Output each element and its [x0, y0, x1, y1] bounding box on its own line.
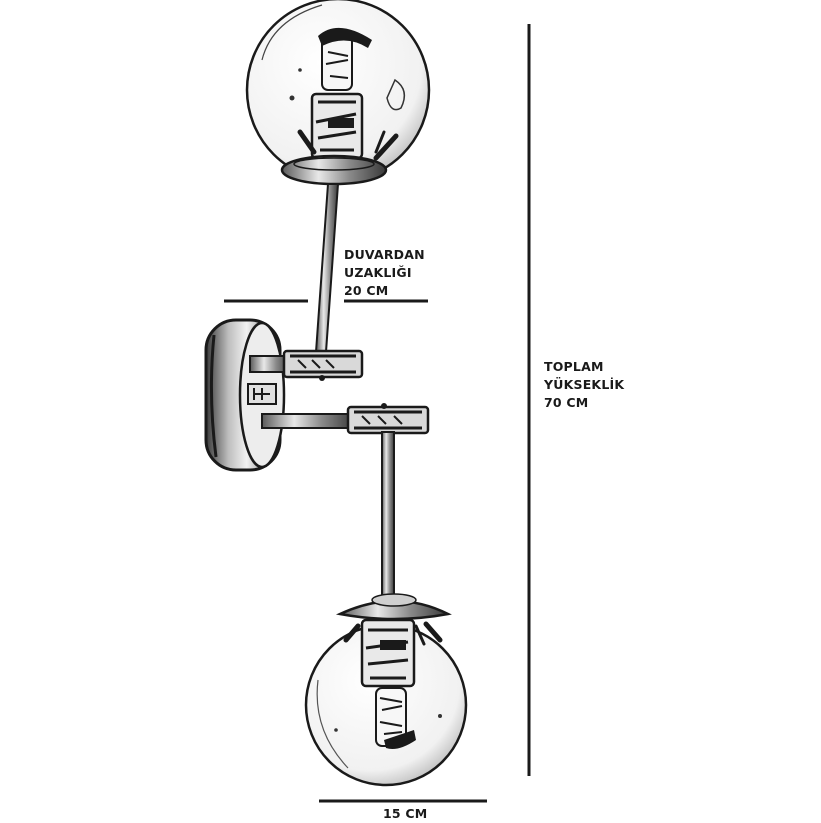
total-height-value: 70 CM [544, 395, 589, 410]
wall-distance-value: 20 CM [344, 283, 389, 298]
wall-distance-line2: UZAKLIĞI [344, 265, 412, 280]
width-label: 15 CM [383, 805, 427, 823]
wall-plate [204, 318, 286, 472]
top-canopy [280, 154, 388, 186]
bottom-canopy [335, 593, 452, 621]
lower-arm-rod [381, 431, 395, 603]
total-height-line1: TOPLAM [544, 359, 604, 374]
upper-horizontal-arm [249, 349, 364, 381]
width-value: 15 CM [383, 806, 428, 821]
total-height-line2: YÜKSEKLİK [544, 377, 625, 392]
top-bulb-socket [297, 27, 399, 161]
top-arm-rod [314, 183, 340, 353]
total-height-label: TOPLAM YÜKSEKLİK 70 CM [544, 358, 624, 412]
wall-distance-label: DUVARDAN UZAKLIĞI 20 CM [344, 246, 425, 300]
wall-distance-line1: DUVARDAN [344, 247, 425, 262]
lower-horizontal-arm [261, 403, 430, 435]
bottom-bulb-socket [343, 618, 443, 749]
